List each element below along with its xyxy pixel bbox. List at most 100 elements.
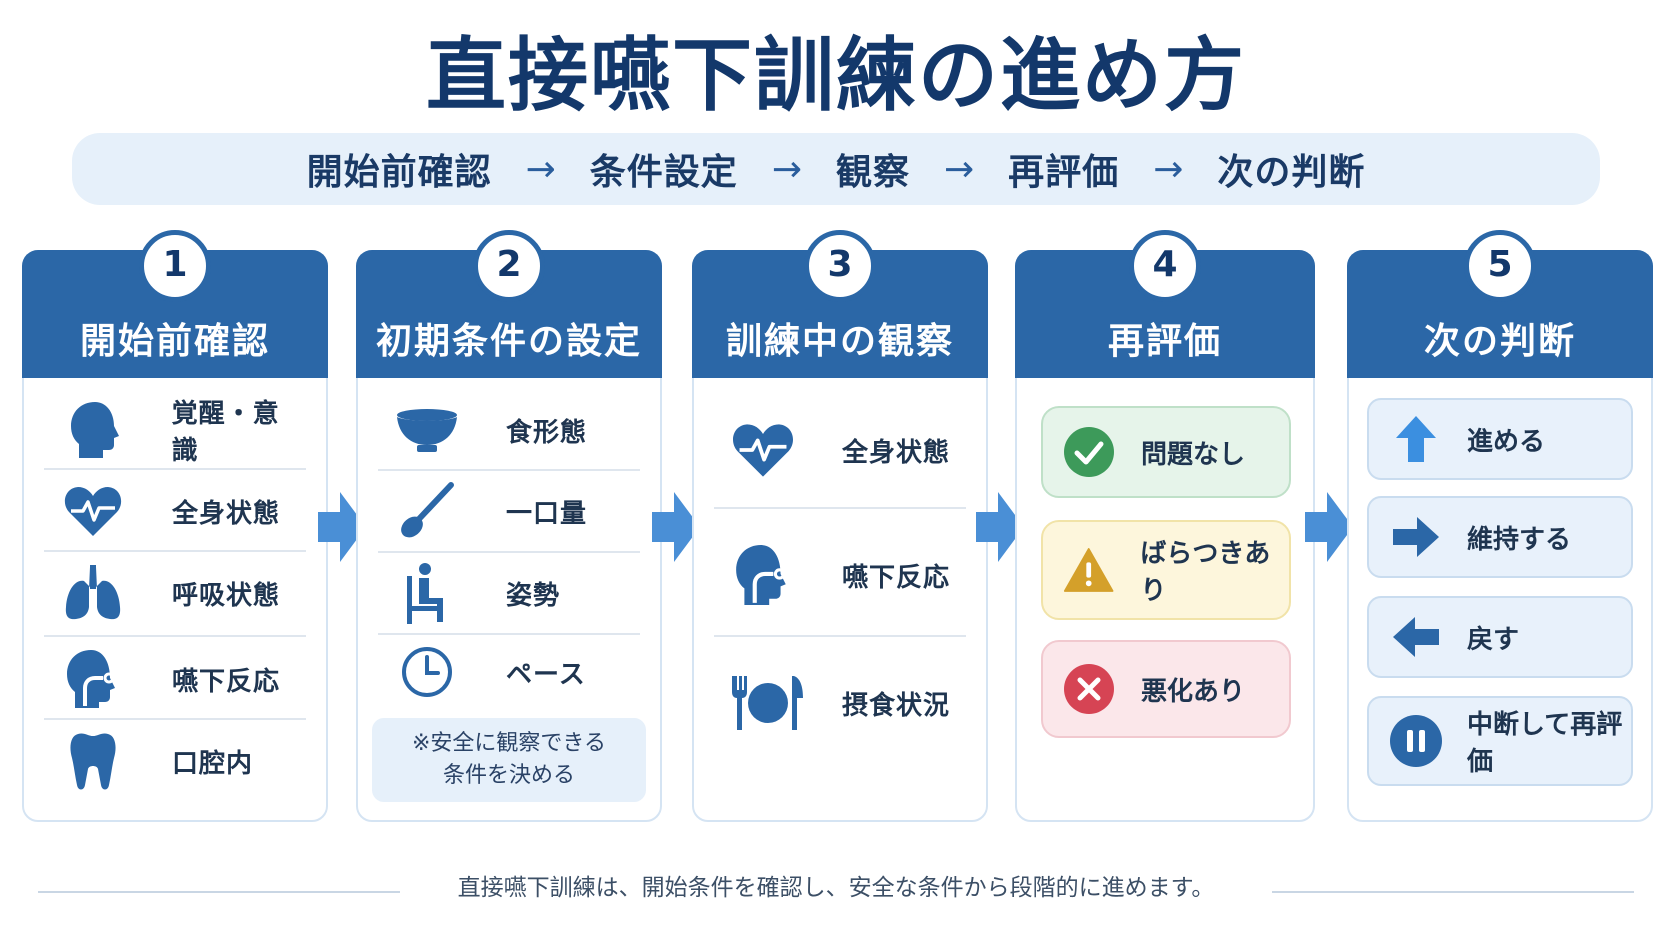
option-label: 悪化あり <box>1141 676 1246 707</box>
list-item: 呼吸状態 <box>44 553 306 633</box>
throat-icon <box>58 644 128 714</box>
pause-icon <box>1389 714 1443 768</box>
heart-pulse-icon <box>58 476 128 546</box>
arrow-right-icon <box>652 492 700 562</box>
arrow-right-icon <box>318 492 366 562</box>
step-number-badge: 5 <box>1464 230 1536 302</box>
lungs-icon <box>58 558 128 628</box>
divider <box>44 635 306 637</box>
list-item: 食形態 <box>378 390 640 470</box>
list-item: 全身状態 <box>714 410 966 490</box>
list-item-label: 姿勢 <box>506 580 561 611</box>
list-item: 嚥下反応 <box>714 535 966 615</box>
flow-arrow: → <box>944 148 975 190</box>
fork-plate-knife-icon <box>728 668 808 738</box>
process-flow-bar: 開始前確認 → 条件設定 → 観察 → 再評価 → 次の判断 <box>72 133 1600 205</box>
list-item: ペース <box>378 632 640 712</box>
arrow-left-icon <box>1389 610 1443 664</box>
note-text: 条件を決める <box>442 763 575 788</box>
card-pre-check: 開始前確認 1 覚醒・意識 全身状態 呼吸状態 嚥下反応 口腔内 <box>22 230 328 822</box>
flow-arrow: → <box>525 148 556 190</box>
list-item-label: 全身状態 <box>172 498 281 529</box>
divider <box>714 635 966 637</box>
list-item: 全身状態 <box>44 471 306 551</box>
decision-advance: 進める <box>1367 398 1633 480</box>
clock-icon <box>392 637 462 707</box>
option-label: ばらつきあり <box>1140 539 1271 606</box>
flow-step: 条件設定 <box>589 152 738 193</box>
card-title: 訓練中の観察 <box>725 321 954 362</box>
list-item-label: 食形態 <box>506 417 588 448</box>
check-circle-icon <box>1064 427 1114 477</box>
divider <box>44 550 306 552</box>
decision-label: 戻す <box>1467 624 1520 655</box>
card-initial-conditions: 初期条件の設定 2 食形態 一口量 姿勢 ペース ※安全に観察できる 条件を決め… <box>356 230 662 822</box>
decision-label: 進める <box>1467 426 1546 457</box>
result-option-worse: 悪化あり <box>1041 640 1291 738</box>
list-item: 口腔内 <box>44 721 306 801</box>
flow-arrow: → <box>771 148 802 190</box>
flow-step: 再評価 <box>1008 152 1120 193</box>
list-item-label: 口腔内 <box>172 748 254 779</box>
flow-arrow: → <box>1153 148 1184 190</box>
arrow-right-icon <box>1389 510 1443 564</box>
list-item-label: 嚥下反応 <box>172 666 281 697</box>
card-reassessment: 再評価 4 問題なし ばらつきあり 悪化あり <box>1015 230 1315 822</box>
x-circle-icon <box>1064 664 1114 714</box>
note-box: ※安全に観察できる 条件を決める <box>372 718 646 802</box>
list-item-label: ペース <box>506 659 586 690</box>
divider <box>714 507 966 509</box>
list-item: 嚥下反応 <box>44 639 306 719</box>
flow-step: 観察 <box>835 152 910 193</box>
card-observation: 訓練中の観察 3 全身状態 嚥下反応 摂食状況 <box>692 230 988 822</box>
card-title: 次の判断 <box>1423 321 1576 362</box>
footer-rule <box>38 891 400 893</box>
arrow-right-icon <box>1305 492 1353 562</box>
list-item: 姿勢 <box>378 553 640 633</box>
card-title: 再評価 <box>1107 321 1222 362</box>
divider <box>378 633 640 635</box>
arrow-right-icon <box>976 492 1024 562</box>
page-title: 直接嚥下訓練の進め方 <box>426 29 1246 122</box>
divider <box>378 551 640 553</box>
step-number-badge: 1 <box>139 230 211 302</box>
divider <box>44 718 306 720</box>
warning-icon <box>1063 548 1114 592</box>
list-item: 一口量 <box>378 471 640 551</box>
decision-label: 維持する <box>1467 524 1572 555</box>
divider <box>44 468 306 470</box>
arrow-up-icon <box>1389 412 1443 466</box>
card-title: 初期条件の設定 <box>375 321 642 362</box>
decision-maintain: 維持する <box>1367 496 1633 578</box>
spoon-icon <box>392 476 462 546</box>
card-next-decision: 次の判断 5 進める 維持する 戻す 中断して再評価 <box>1347 230 1653 822</box>
decision-step-back: 戻す <box>1367 596 1633 678</box>
list-item: 覚醒・意識 <box>44 390 306 470</box>
heart-pulse-icon <box>728 415 798 485</box>
list-item-label: 全身状態 <box>842 437 951 468</box>
list-item-label: 覚醒・意識 <box>171 399 280 466</box>
list-item-label: 一口量 <box>506 498 588 529</box>
bowl-icon <box>392 395 462 465</box>
seated-person-icon <box>392 558 462 628</box>
card-title: 開始前確認 <box>79 321 270 362</box>
step-number-badge: 2 <box>473 230 545 302</box>
flow-step: 次の判断 <box>1217 152 1366 193</box>
note-text: ※安全に観察できる <box>412 731 606 756</box>
card-header: 訓練中の観察 <box>692 250 988 378</box>
list-item-label: 呼吸状態 <box>172 580 281 611</box>
step-number-badge: 3 <box>804 230 876 302</box>
footer-caption: 直接嚥下訓練は、開始条件を確認し、安全な条件から段階的に進めます。 <box>457 875 1215 901</box>
decision-pause-reassess: 中断して再評価 <box>1367 696 1633 786</box>
option-label: 問題なし <box>1141 439 1246 470</box>
list-item: 摂食状況 <box>714 663 966 743</box>
list-item-label: 摂食状況 <box>842 690 951 721</box>
divider <box>378 469 640 471</box>
result-option-variable: ばらつきあり <box>1041 520 1291 620</box>
tooth-icon <box>58 726 128 796</box>
footer-rule <box>1272 891 1634 893</box>
list-item-label: 嚥下反応 <box>842 562 951 593</box>
head-icon <box>58 395 128 465</box>
step-number-badge: 4 <box>1129 230 1201 302</box>
result-option-ok: 問題なし <box>1041 406 1291 498</box>
